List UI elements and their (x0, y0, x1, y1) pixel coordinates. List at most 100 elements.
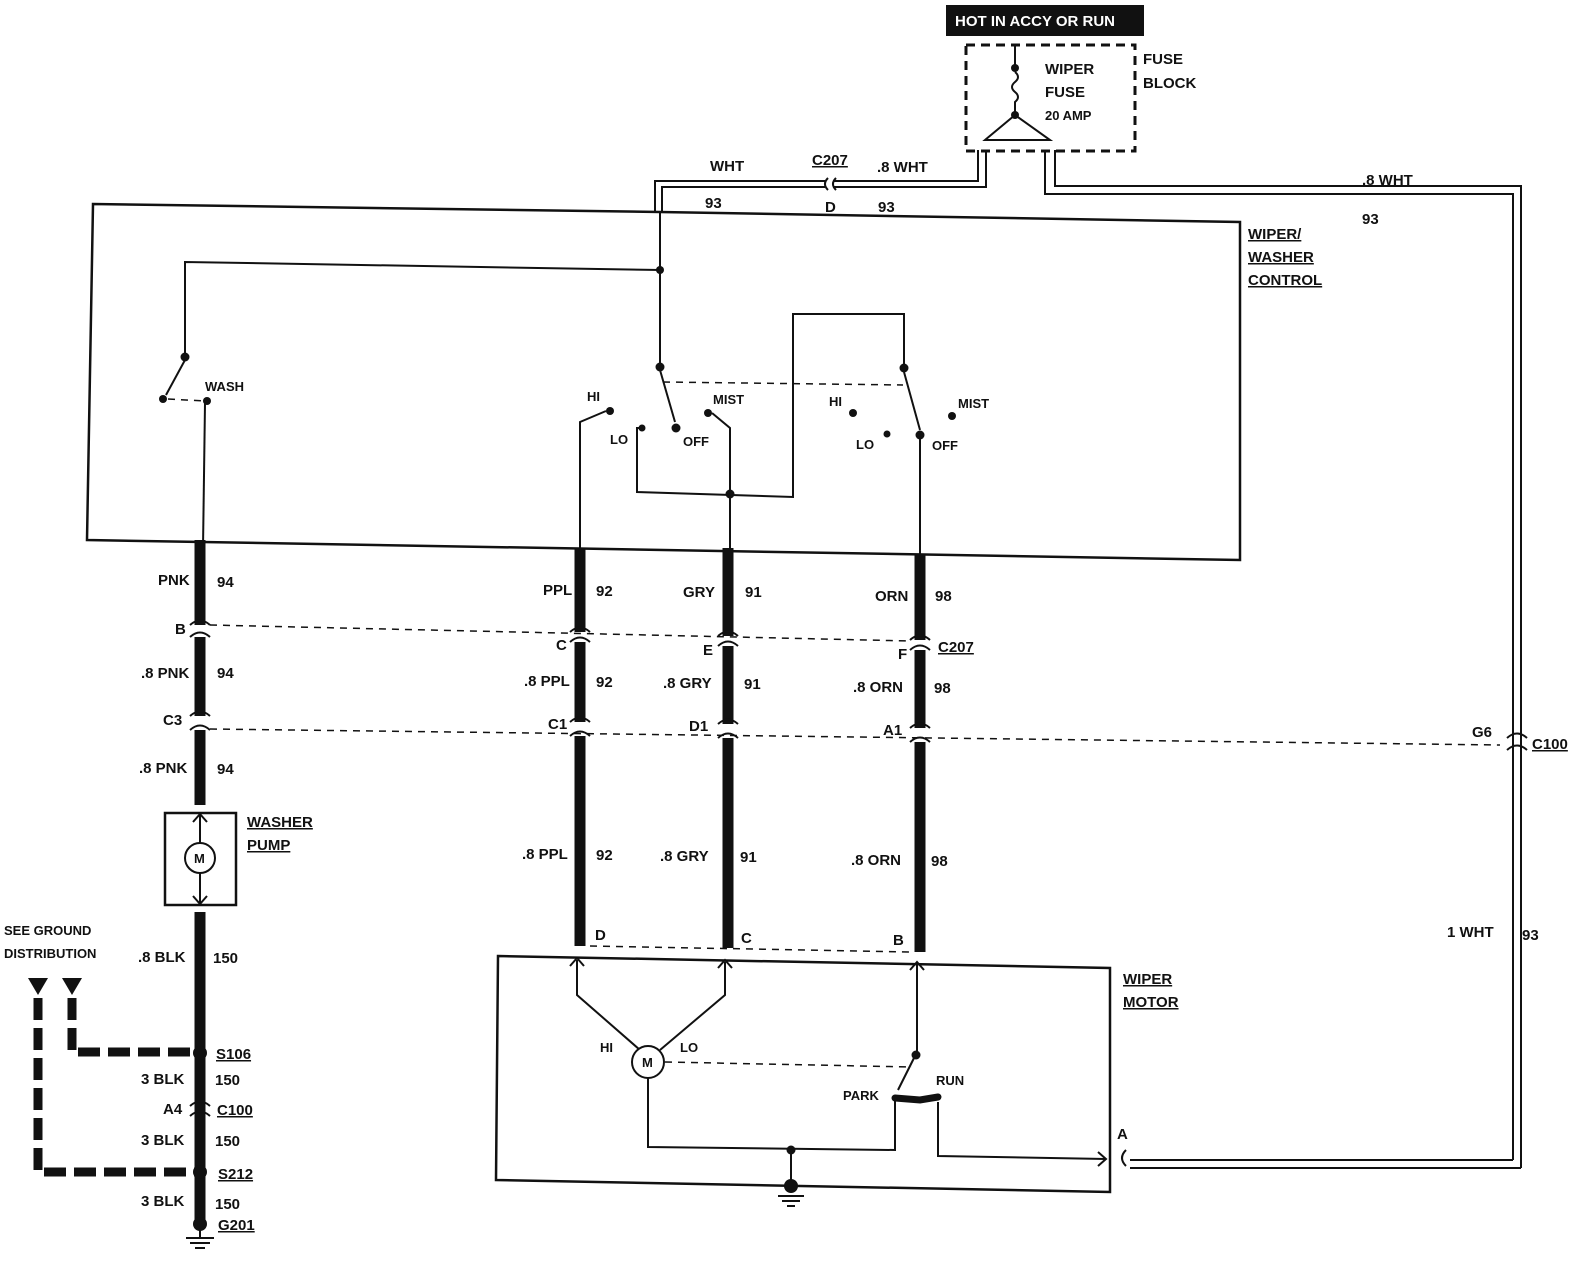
feed-left-color: WHT (710, 158, 744, 175)
orn-low-circuit: 98 (931, 853, 948, 870)
right-pin-g6: G6 (1472, 724, 1492, 741)
splice-s106: S106 (216, 1046, 251, 1063)
ppl-pin-c: C (556, 637, 567, 654)
orn-color: ORN (875, 588, 908, 605)
fuse-name-2: FUSE (1045, 84, 1085, 101)
pnk2-circuit: 94 (217, 665, 234, 682)
gry-pin-c: C (741, 930, 752, 947)
fuse-name-1: WIPER (1045, 61, 1094, 78)
ppl-circuit: 92 (596, 583, 613, 600)
ppl-low-circuit: 92 (596, 847, 613, 864)
feed-right-circuit: 93 (1362, 211, 1379, 228)
feed-mid-circuit: 93 (878, 199, 895, 216)
wash-switch-label: WASH (205, 379, 244, 394)
right-connector-c100: C100 (1532, 736, 1568, 753)
gry-circuit: 91 (745, 584, 762, 601)
sw2-hi: HI (829, 394, 842, 409)
motor-lo-label: LO (680, 1040, 698, 1055)
hot-label-text: HOT IN ACCY OR RUN (955, 13, 1115, 30)
sw1-mist: MIST (713, 392, 744, 407)
wiper-motor-symbol: M (642, 1055, 653, 1070)
feed-right-color: .8 WHT (1362, 172, 1413, 189)
ppl-low-color: .8 PPL (522, 846, 568, 863)
c100-connector-line (209, 728, 1501, 746)
wiper-washer-control: WIPER/ WASHER CONTROL WASH HI LO OFF MIS… (85, 202, 1322, 562)
sw2-off: OFF (932, 438, 958, 453)
blk-150-color: .8 BLK (138, 949, 186, 966)
motor-hi-label: HI (600, 1040, 613, 1055)
wiper-motor-title-1: WIPER (1123, 971, 1172, 988)
gry-pin-e: E (703, 642, 713, 659)
fuse-block: WIPER FUSE 20 AMP FUSE BLOCK (964, 43, 1196, 153)
feed-connector-pin: D (825, 199, 836, 216)
connector-c207: C207 (938, 639, 974, 656)
right-feed: G6 C100 1 WHT 93 (1447, 724, 1568, 944)
ground-note-2: DISTRIBUTION (4, 946, 96, 961)
gry-color: GRY (683, 584, 715, 601)
blk3-b-circuit: 150 (215, 1133, 240, 1150)
orn-pin-a1: A1 (883, 722, 902, 739)
wiper-motor-title-2: MOTOR (1123, 994, 1179, 1011)
ppl-pin-d: D (595, 927, 606, 944)
sw1-hi: HI (587, 389, 600, 404)
connector-c100-left: C100 (217, 1102, 253, 1119)
ppl-mid-circuit: 92 (596, 674, 613, 691)
pnk3-circuit: 94 (217, 761, 234, 778)
orn-mid-circuit: 98 (934, 680, 951, 697)
feed-mid-color: .8 WHT (877, 159, 928, 176)
splice-s212: S212 (218, 1166, 253, 1183)
blk3-c-color: 3 BLK (141, 1193, 185, 1210)
ground-note-1: SEE GROUND (4, 923, 91, 938)
hot-in-accy-label: HOT IN ACCY OR RUN (946, 5, 1144, 36)
gry-mid-circuit: 91 (744, 676, 761, 693)
fuse-block-title-1: FUSE (1143, 51, 1183, 68)
control-title-1: WIPER/ (1248, 226, 1302, 243)
blk3-a-color: 3 BLK (141, 1071, 185, 1088)
pnk-94-color: PNK (158, 572, 190, 589)
feed-connector-c207: C207 (812, 152, 848, 169)
pin-b: B (175, 621, 186, 638)
feed-wires: WHT 93 C207 D .8 WHT 93 .8 WHT 93 (654, 150, 1522, 1168)
gry-mid-color: .8 GRY (663, 675, 712, 692)
right-feed-circuit: 93 (1522, 927, 1539, 944)
fuse-block-title-2: BLOCK (1143, 75, 1196, 92)
motor-pin-a: A (1117, 1126, 1128, 1143)
orn-circuit: 98 (935, 588, 952, 605)
gry-pin-d1: D1 (689, 718, 708, 735)
orn-low-color: .8 ORN (851, 852, 901, 869)
orn-pin-b: B (893, 932, 904, 949)
ppl-pin-c1: C1 (548, 716, 567, 733)
blk3-a-circuit: 150 (215, 1072, 240, 1089)
pnk-94-circuit: 94 (217, 574, 234, 591)
washer-motor-symbol: M (194, 851, 205, 866)
ppl-mid-color: .8 PPL (524, 673, 570, 690)
right-feed-color: 1 WHT (1447, 924, 1494, 941)
blk3-b-color: 3 BLK (141, 1132, 185, 1149)
orn-pin-f: F (898, 646, 907, 663)
sw2-mist: MIST (958, 396, 989, 411)
pin-a4: A4 (163, 1101, 183, 1118)
pnk3-color: .8 PNK (139, 760, 188, 777)
blk3-c-circuit: 150 (215, 1196, 240, 1213)
pin-c3: C3 (163, 712, 182, 729)
control-title-3: CONTROL (1248, 272, 1322, 289)
sw1-lo: LO (610, 432, 628, 447)
sw2-lo: LO (856, 437, 874, 452)
control-title-2: WASHER (1248, 249, 1314, 266)
wiper-motor-connector-line (589, 945, 911, 953)
fuse-rating: 20 AMP (1045, 108, 1092, 123)
ppl-color: PPL (543, 582, 572, 599)
blk-150-circuit: 150 (213, 950, 238, 967)
gry-low-color: .8 GRY (660, 848, 709, 865)
feed-left-circuit: 93 (705, 195, 722, 212)
orn-mid-color: .8 ORN (853, 679, 903, 696)
run-label: RUN (936, 1073, 964, 1088)
gry-low-circuit: 91 (740, 849, 757, 866)
wiper-circuits: PPL 92 C .8 PPL 92 C1 .8 PPL 92 D GRY 91… (522, 548, 974, 952)
pnk2-color: .8 PNK (141, 665, 190, 682)
washer-pump-title-1: WASHER (247, 814, 313, 831)
ground-g201: G201 (218, 1217, 255, 1234)
sw1-off: OFF (683, 434, 709, 449)
washer-pump-title-2: PUMP (247, 837, 290, 854)
